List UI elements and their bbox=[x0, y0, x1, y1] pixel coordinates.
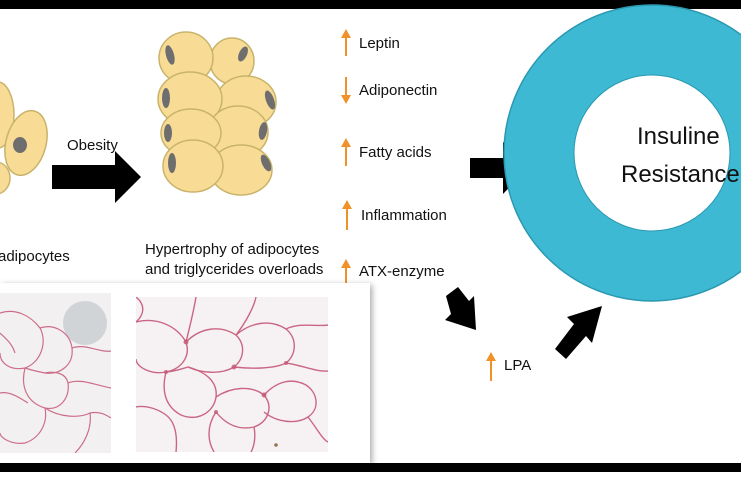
lpa-to-resistance-arrow bbox=[555, 306, 602, 359]
hypertrophy-label-line1: Hypertrophy of adipocytes bbox=[145, 241, 320, 258]
adiponectin-down-arrow-icon bbox=[341, 77, 351, 104]
obesity-arrow bbox=[52, 151, 141, 203]
factor-atx-enzyme: ATX-enzyme bbox=[359, 263, 445, 280]
factor-fatty-acids: Fatty acids bbox=[359, 144, 432, 161]
histology-normal-image bbox=[0, 293, 111, 453]
normal-adipocytes bbox=[0, 81, 48, 195]
leptin-up-arrow-icon bbox=[341, 29, 351, 56]
lpa-up-arrow-icon bbox=[486, 352, 496, 381]
obesity-label: Obesity bbox=[67, 137, 118, 154]
factor-leptin: Leptin bbox=[359, 35, 400, 52]
outcome-line2: Resistance bbox=[621, 161, 740, 188]
lpa-label: LPA bbox=[504, 357, 532, 374]
bottom-border bbox=[0, 463, 741, 472]
factor-inflammation: Inflammation bbox=[361, 207, 447, 224]
top-border bbox=[0, 0, 741, 9]
histology-hypertrophic-image bbox=[136, 297, 328, 452]
atx-to-lpa-arrow bbox=[445, 287, 476, 330]
inflammation-up-arrow-icon bbox=[342, 200, 352, 230]
hypertrophy-label-line2: and triglycerides overloads bbox=[145, 261, 324, 278]
insulin-resistance-ring bbox=[503, 4, 741, 302]
normal-adipocyte bbox=[0, 161, 11, 195]
atx-enzyme-up-arrow-icon bbox=[341, 259, 351, 288]
nucleus bbox=[13, 137, 27, 153]
histology-panel bbox=[0, 283, 370, 463]
fatty-acids-up-arrow-icon bbox=[341, 138, 351, 166]
hypertrophic-adipocytes bbox=[157, 31, 277, 196]
factor-adiponectin: Adiponectin bbox=[359, 82, 438, 99]
normal-adipocytes-label: adipocytes bbox=[0, 248, 70, 265]
trend-arrows bbox=[341, 29, 496, 381]
outcome-line1: Insuline bbox=[637, 123, 720, 150]
